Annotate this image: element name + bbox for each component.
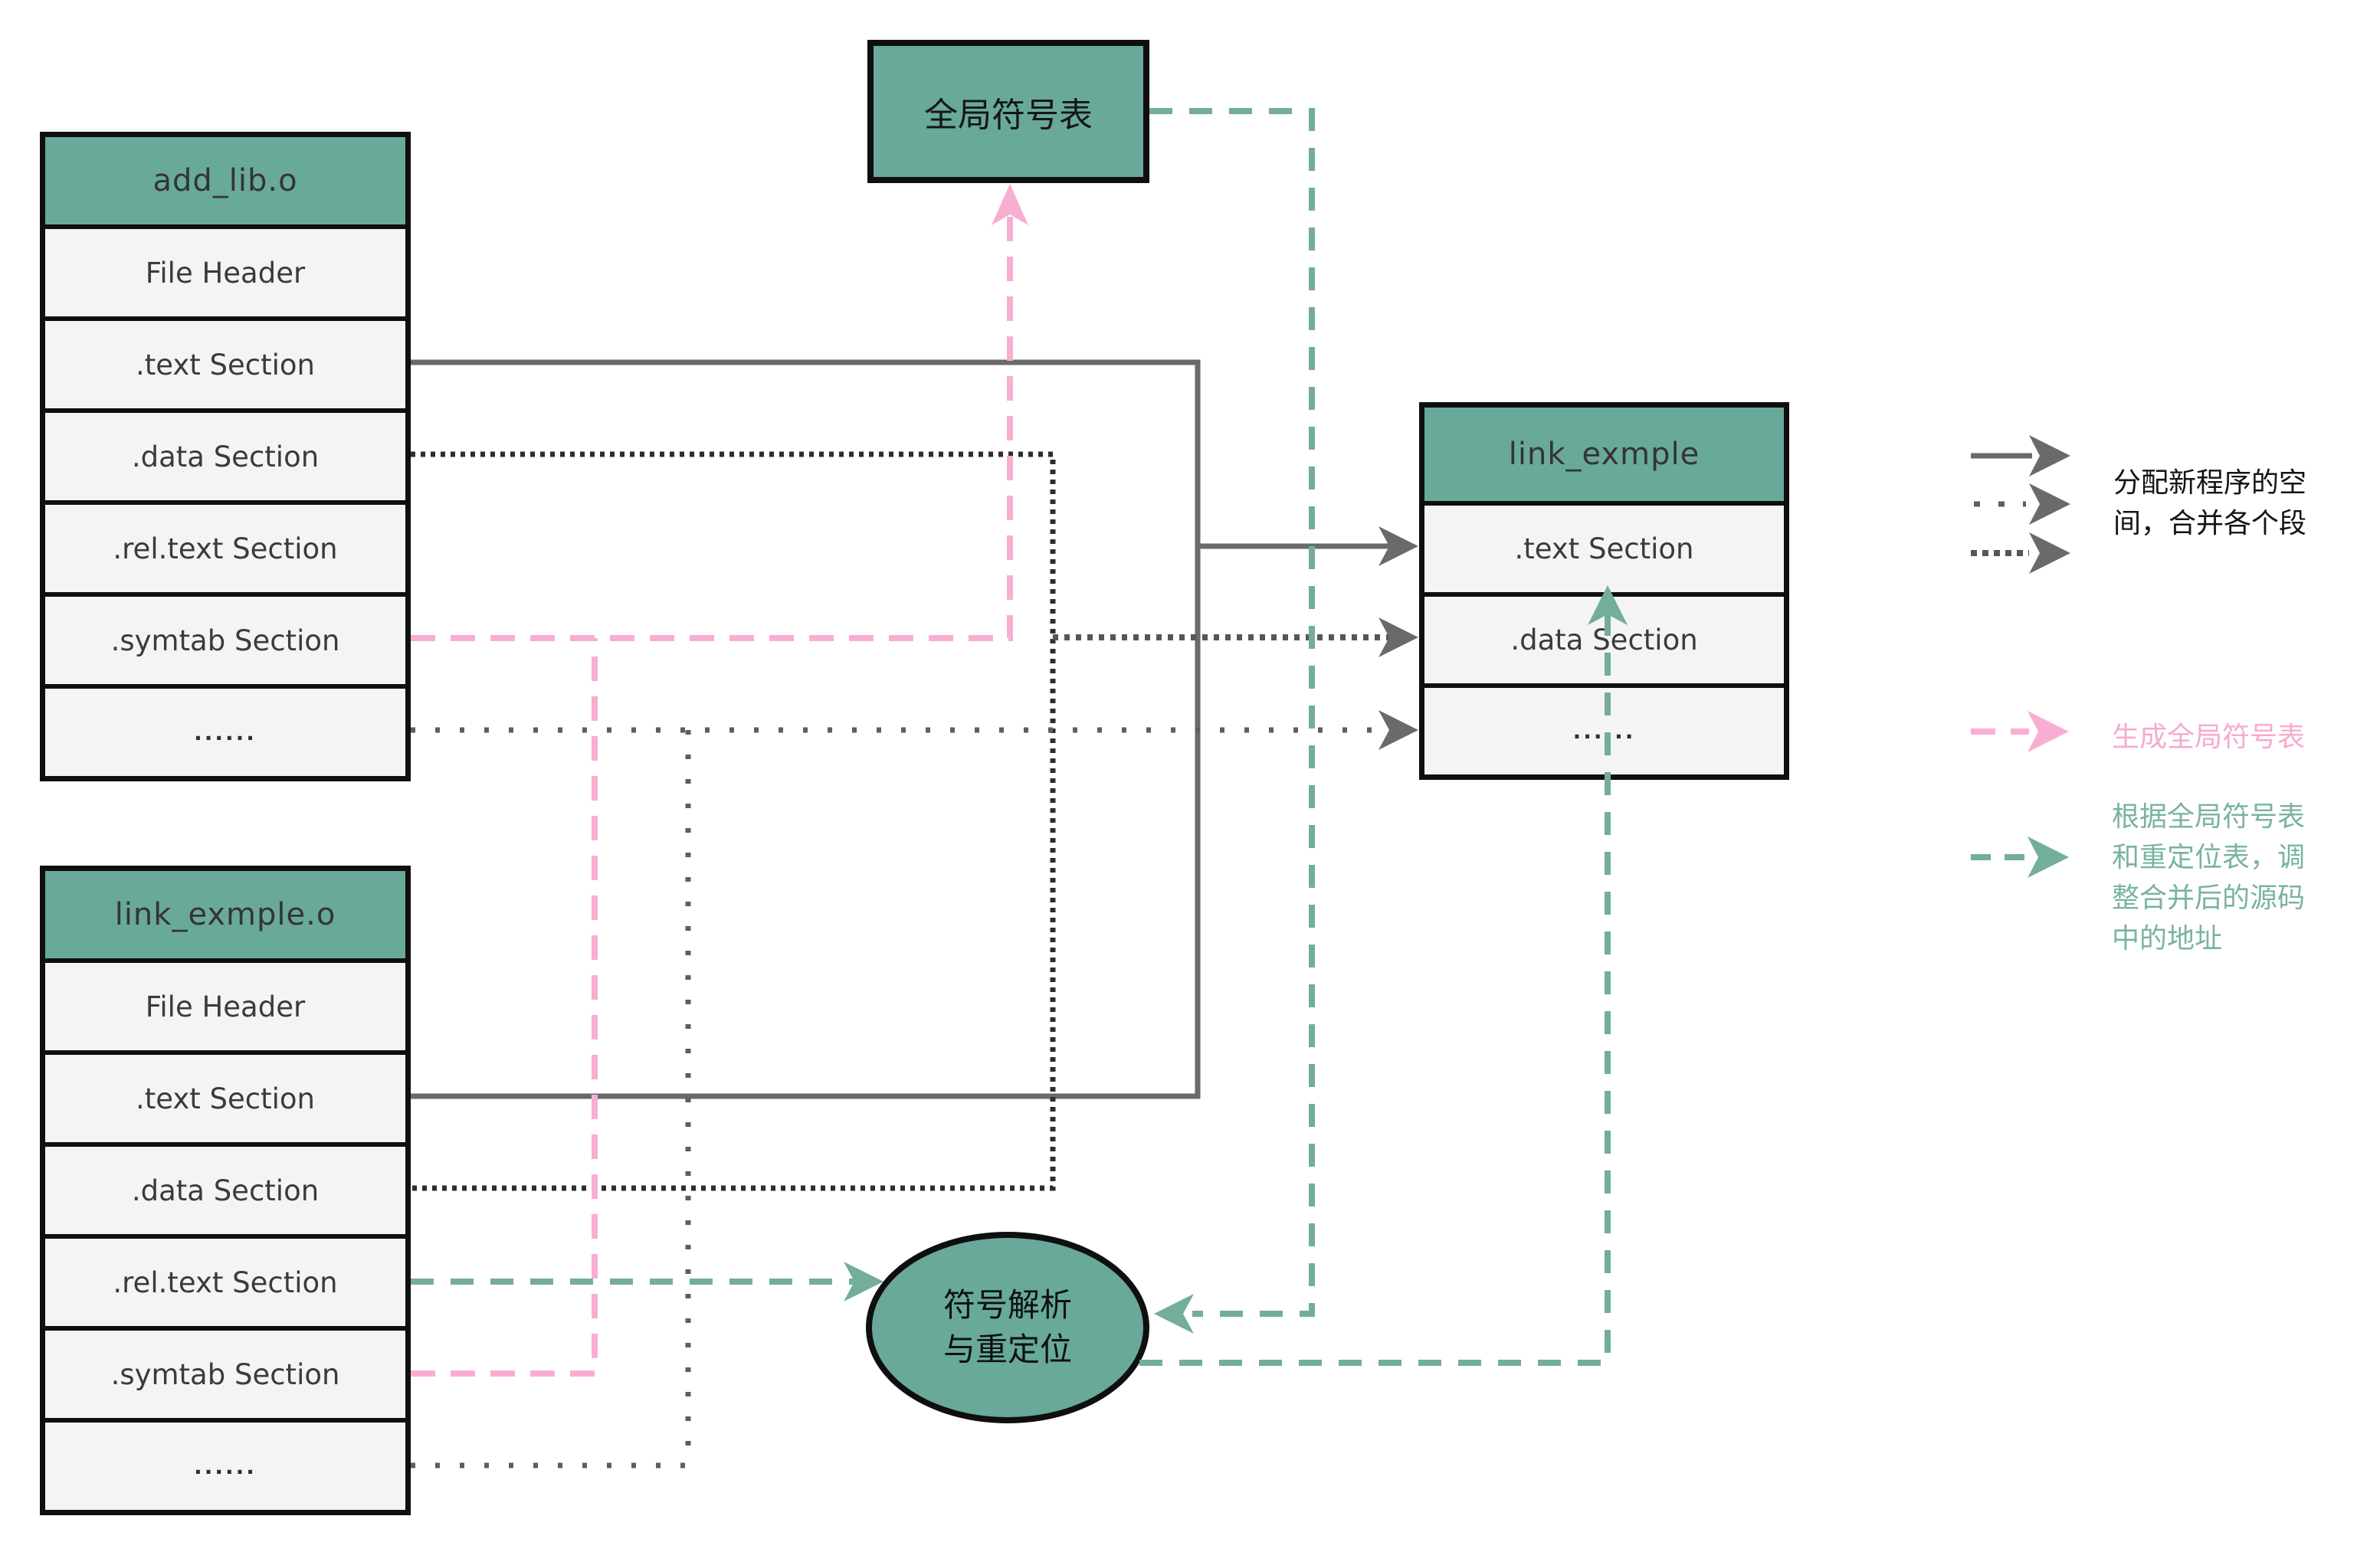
wire-symtab-top-to-global	[411, 208, 1013, 641]
legend-reloc-line4: 中的地址	[2112, 923, 2223, 954]
wire-global-to-resolver	[1149, 108, 1315, 1317]
row-rel-text-section: .rel.text Section	[45, 500, 405, 592]
arrowhead-ellipsis-into-output	[1378, 710, 1418, 750]
legend-arrowhead-pink	[2028, 711, 2069, 752]
row-data-section: .data Section	[45, 1142, 405, 1234]
legend-arrowhead-sparse-dotted	[2029, 483, 2070, 525]
legend-arrowhead-green	[2028, 837, 2069, 878]
legend-reloc-line2: 和重定位表，调	[2112, 842, 2306, 873]
wire-data-merge	[411, 451, 1056, 1191]
node-title-link-exmple-o: link_exmple.o	[45, 871, 405, 958]
legend-reloc-line1: 根据全局符号表	[2112, 801, 2306, 833]
row-rel-text-section: .rel.text Section	[45, 1234, 405, 1326]
row-file-header: File Header	[45, 224, 405, 316]
arrowhead-into-global-symtab	[992, 184, 1028, 225]
node-add-lib-o: add_lib.o File Header .text Section .dat…	[40, 132, 411, 781]
node-global-symbol-table: 全局符号表	[867, 40, 1149, 183]
wire-symtab-bottom-join	[411, 638, 598, 1377]
row-symtab-section: .symtab Section	[45, 1326, 405, 1418]
node-title-link-exmple: link_exmple	[1424, 408, 1784, 501]
legend-merge-line2: 间，合并各个段	[2113, 508, 2307, 539]
arrowhead-text-into-output	[1378, 526, 1418, 566]
row-ellipsis: ......	[1424, 683, 1784, 774]
resolve-label-line1: 符号解析	[942, 1286, 1072, 1324]
row-text-section: .text Section	[45, 1050, 405, 1142]
legend-caption-merge: 分配新程序的空 间，合并各个段	[2113, 463, 2306, 544]
legend-caption-relocate: 根据全局符号表 和重定位表，调 整合并后的源码 中的地址	[2112, 797, 2305, 959]
row-data-section: .data Section	[45, 408, 405, 500]
legend-arrowhead-dense-dotted	[2029, 532, 2070, 574]
resolve-label-line2: 与重定位	[942, 1331, 1072, 1368]
wire-text-merge	[411, 359, 1201, 1099]
node-link-exmple-o: link_exmple.o File Header .text Section …	[40, 866, 411, 1515]
row-symtab-section: .symtab Section	[45, 592, 405, 684]
legend-gen-line1: 生成全局符号表	[2112, 722, 2306, 753]
row-text-section: .text Section	[45, 316, 405, 408]
node-title-add-lib-o: add_lib.o	[45, 137, 405, 224]
arrowhead-into-resolver-right	[1154, 1294, 1194, 1334]
row-text-section: .text Section	[1424, 501, 1784, 592]
global-symbol-table-label: 全局符号表	[924, 95, 1093, 135]
row-file-header: File Header	[45, 958, 405, 1050]
legend-merge-line1: 分配新程序的空	[2113, 467, 2307, 499]
row-data-section: .data Section	[1424, 592, 1784, 683]
legend-arrowhead-solid	[2029, 435, 2070, 476]
legend-reloc-line3: 整合并后的源码	[2112, 882, 2306, 914]
legend-caption-generate-symtab: 生成全局符号表	[2112, 717, 2305, 758]
node-link-exmple-output: link_exmple .text Section .data Section …	[1419, 402, 1789, 780]
row-ellipsis: ......	[45, 1418, 405, 1510]
row-ellipsis: ......	[45, 684, 405, 776]
arrowhead-data-into-output	[1378, 617, 1418, 657]
node-symbol-resolve-relocate: 符号解析 与重定位	[866, 1232, 1149, 1423]
